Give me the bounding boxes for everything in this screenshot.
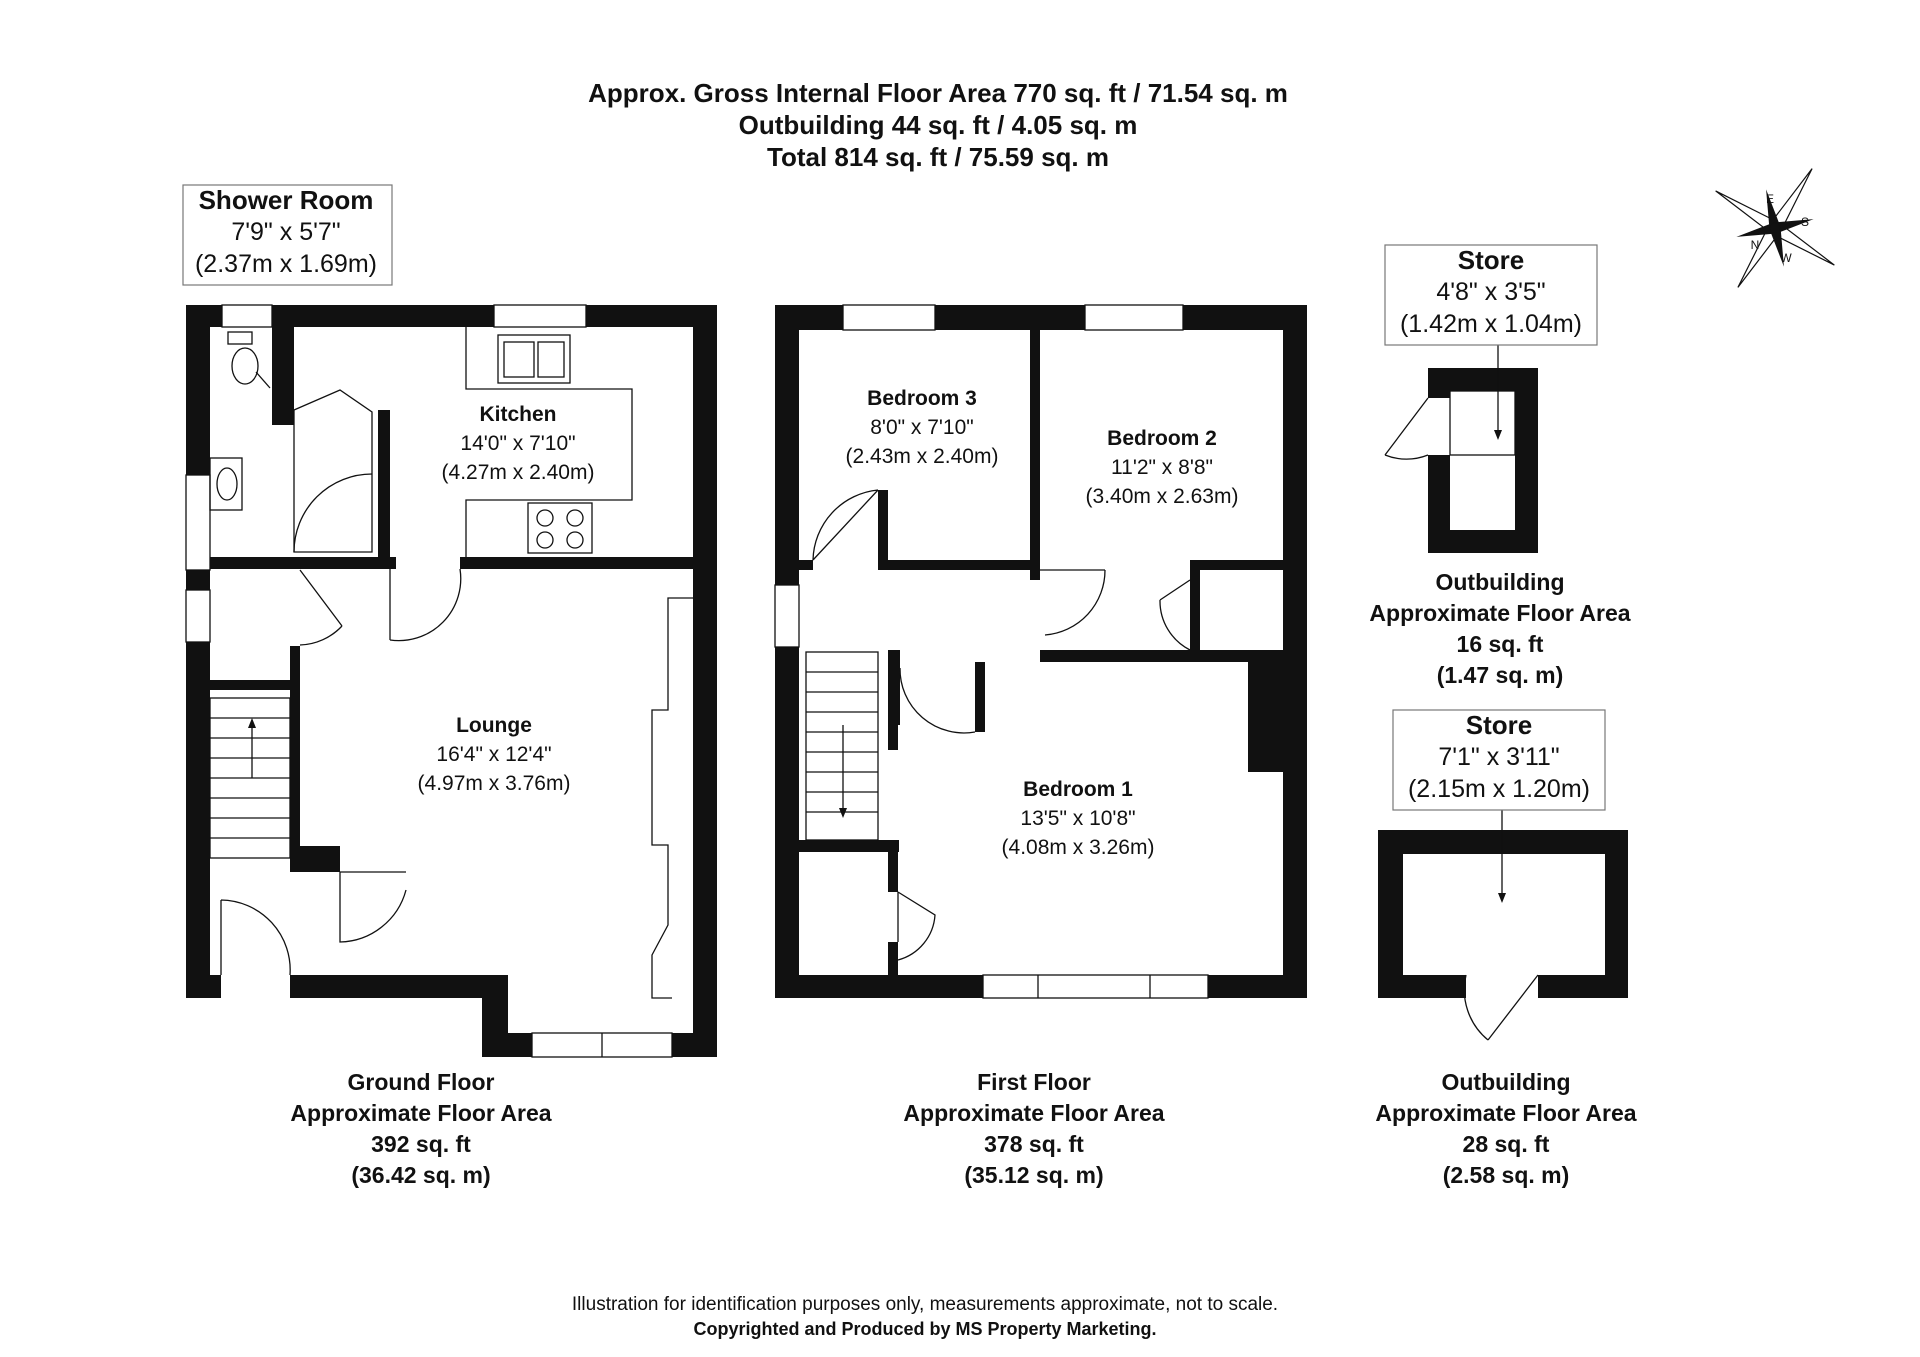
shower-room-metric: (2.37m x 1.69m) [195,250,377,278]
compass-icon [1715,168,1835,288]
bedroom3-name: Bedroom 3 [867,387,977,410]
room-bedroom1-label: Bedroom 1 13'5" x 10'8" (4.08m x 3.26m) [1002,778,1155,859]
first-floor-caption: First Floor Approximate Floor Area 378 s… [903,1069,1164,1188]
compass-n-label: N [1751,238,1760,252]
footer-copyright: Copyrighted and Produced by MS Property … [693,1319,1156,1339]
room-store1-label: Store 4'8" x 3'5" (1.42m x 1.04m) [1384,244,1598,346]
outbuilding1-plan [1384,345,1538,553]
bedroom2-imperial: 11'2" x 8'8" [1111,456,1213,479]
room-kitchen-label: Kitchen 14'0" x 7'10" (4.27m x 2.40m) [442,403,595,484]
store2-imperial: 7'1" x 3'11" [1438,743,1559,771]
store1-metric: (1.42m x 1.04m) [1400,310,1582,338]
outbuilding2-sqft: 28 sq. ft [1463,1131,1550,1157]
footer: Illustration for identification purposes… [572,1294,1278,1339]
bedroom3-metric: (2.43m x 2.40m) [846,445,999,468]
room-store2-label: Store 7'1" x 3'11" (2.15m x 1.20m) [1392,709,1606,811]
room-bedroom2-label: Bedroom 2 11'2" x 8'8" (3.40m x 2.63m) [1086,427,1239,508]
first-floor-sqm: (35.12 sq. m) [964,1162,1103,1188]
first-floor-plan [774,304,1307,999]
bedroom1-metric: (4.08m x 3.26m) [1002,836,1155,859]
ground-floor-sqm: (36.42 sq. m) [351,1162,490,1188]
ground-floor-plan [185,304,717,1058]
outbuilding1-sqft: 16 sq. ft [1457,631,1544,657]
room-shower-label: Shower Room 7'9" x 5'7" (2.37m x 1.69m) [182,184,393,286]
outbuilding1-caption: Outbuilding Approximate Floor Area 16 sq… [1369,569,1630,688]
room-bedroom3-label: Bedroom 3 8'0" x 7'10" (2.43m x 2.40m) [846,387,999,468]
store2-metric: (2.15m x 1.20m) [1408,775,1590,803]
compass-s-label: S [1801,215,1809,229]
kitchen-imperial: 14'0" x 7'10" [460,432,575,455]
first-floor-area-label: Approximate Floor Area [903,1100,1164,1126]
outbuilding2-area-label: Approximate Floor Area [1375,1100,1636,1126]
outbuilding2-sqm: (2.58 sq. m) [1443,1162,1570,1188]
compass-w-label: W [1780,251,1792,265]
ground-floor-caption: Ground Floor Approximate Floor Area 392 … [290,1069,551,1188]
header-gross-area: Approx. Gross Internal Floor Area 770 sq… [588,78,1288,108]
outbuilding2-caption: Outbuilding Approximate Floor Area 28 sq… [1375,1069,1636,1188]
compass-e-label: E [1766,192,1774,206]
outbuilding1-area-label: Approximate Floor Area [1369,600,1630,626]
bedroom2-metric: (3.40m x 2.63m) [1086,485,1239,508]
shower-room-imperial: 7'9" x 5'7" [231,218,340,246]
header: Approx. Gross Internal Floor Area 770 sq… [588,78,1288,172]
room-lounge-label: Lounge 16'4" x 12'4" (4.97m x 3.76m) [418,714,571,795]
bedroom1-name: Bedroom 1 [1023,778,1133,801]
lounge-name: Lounge [456,714,532,737]
store1-name: Store [1458,245,1524,275]
bedroom3-imperial: 8'0" x 7'10" [870,416,974,439]
outbuilding2-name: Outbuilding [1441,1069,1570,1095]
kitchen-metric: (4.27m x 2.40m) [442,461,595,484]
shower-room-name: Shower Room [199,185,374,215]
store2-name: Store [1466,710,1532,740]
outbuilding1-name: Outbuilding [1435,569,1564,595]
first-floor-sqft: 378 sq. ft [984,1131,1084,1157]
bedroom1-imperial: 13'5" x 10'8" [1020,807,1135,830]
outbuilding2-plan [1378,810,1628,1041]
first-floor-name: First Floor [977,1069,1091,1095]
lounge-imperial: 16'4" x 12'4" [436,743,551,766]
lounge-metric: (4.97m x 3.76m) [418,772,571,795]
ground-floor-name: Ground Floor [348,1069,495,1095]
outbuilding1-sqm: (1.47 sq. m) [1437,662,1564,688]
header-outbuilding-area: Outbuilding 44 sq. ft / 4.05 sq. m [739,110,1138,140]
kitchen-name: Kitchen [479,403,556,426]
header-total-area: Total 814 sq. ft / 75.59 sq. m [767,142,1109,172]
ground-floor-sqft: 392 sq. ft [371,1131,471,1157]
ground-floor-area-label: Approximate Floor Area [290,1100,551,1126]
footer-disclaimer: Illustration for identification purposes… [572,1294,1278,1315]
store1-imperial: 4'8" x 3'5" [1436,278,1545,306]
bedroom2-name: Bedroom 2 [1107,427,1217,450]
